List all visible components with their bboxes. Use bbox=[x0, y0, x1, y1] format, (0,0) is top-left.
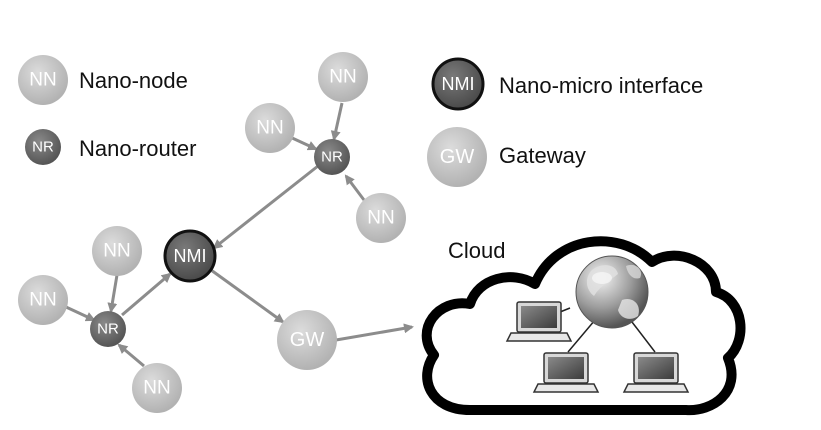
legend-gateway: GW Gateway bbox=[427, 127, 586, 187]
nmi-label: NMI bbox=[174, 246, 207, 266]
edge-nn-midleft-to-nr bbox=[289, 135, 318, 151]
gateway-legend-icon bbox=[427, 127, 487, 187]
nano-node-legend-abbr: NN bbox=[29, 70, 56, 91]
edge-nn-top-to-nr bbox=[330, 102, 344, 141]
nano-node-legend-label: Nano-node bbox=[79, 68, 188, 93]
gateway-circle bbox=[277, 310, 337, 370]
nano-node-circle bbox=[18, 275, 68, 325]
edge-nmi-to-gw bbox=[210, 268, 285, 324]
nano-router-legend-abbr: NR bbox=[32, 139, 54, 156]
nmi-legend-icon bbox=[431, 57, 485, 111]
nmi-legend-abbr: NMI bbox=[442, 74, 475, 94]
edge-gw-to-cloud bbox=[335, 323, 414, 342]
gateway-legend-abbr: GW bbox=[440, 146, 475, 168]
nano-node-label: NN bbox=[256, 118, 283, 139]
nano-router-label: NR bbox=[97, 321, 119, 338]
node-nn-top: NN bbox=[318, 52, 368, 102]
edge-nr-top-to-nmi bbox=[212, 164, 319, 250]
nano-router-circle bbox=[90, 311, 126, 347]
legend-nano-node: NN Nano-node bbox=[18, 55, 188, 105]
node-nr-top: NR bbox=[314, 139, 350, 175]
nano-node-label: NN bbox=[103, 241, 130, 262]
nano-node-circle bbox=[92, 226, 142, 276]
gateway-legend-label: Gateway bbox=[499, 143, 586, 168]
node-nn-lower-bottom: NN bbox=[132, 363, 182, 413]
legend-nano-router: NR Nano-router bbox=[25, 129, 196, 165]
nano-router-circle bbox=[314, 139, 350, 175]
laptop-icon bbox=[505, 301, 573, 342]
node-nn-lower-top: NN bbox=[92, 226, 142, 276]
nano-node-circle bbox=[132, 363, 182, 413]
gateway-label: GW bbox=[290, 329, 325, 351]
edge-nn-lowerbottom-to-nr bbox=[117, 343, 145, 368]
nano-node-circle bbox=[318, 52, 368, 102]
nmi-legend-label: Nano-micro interface bbox=[499, 73, 703, 98]
edge-nn-lowerleft-to-nr bbox=[65, 305, 96, 322]
nano-node-label: NN bbox=[367, 208, 394, 229]
node-nmi: NMI bbox=[163, 229, 217, 283]
nano-node-circle bbox=[245, 103, 295, 153]
legend-nmi: NMI Nano-micro interface bbox=[431, 57, 703, 111]
nano-router-label: NR bbox=[321, 149, 343, 166]
node-nr-bottom: NR bbox=[90, 311, 126, 347]
node-nn-mid-left: NN bbox=[245, 103, 295, 153]
node-gw: GW bbox=[277, 310, 337, 370]
node-nn-right: NN bbox=[356, 193, 406, 243]
laptop-icon bbox=[622, 352, 690, 393]
edge-nr-bottom-to-nmi bbox=[121, 272, 172, 317]
nano-node-circle bbox=[356, 193, 406, 243]
nano-router-legend-label: Nano-router bbox=[79, 136, 196, 161]
laptop-icon bbox=[532, 352, 600, 393]
globe-icon bbox=[575, 255, 649, 329]
nano-node-label: NN bbox=[29, 290, 56, 311]
edges bbox=[65, 102, 414, 368]
nano-node-label: NN bbox=[143, 378, 170, 399]
edge-nn-lowertop-to-nr bbox=[107, 274, 119, 313]
cloud-label: Cloud bbox=[448, 238, 505, 263]
edge-nn-right-to-nr bbox=[344, 174, 366, 201]
node-nn-lower-left: NN bbox=[18, 275, 68, 325]
nmi-circle bbox=[163, 229, 217, 283]
cloud: Cloud bbox=[421, 236, 746, 416]
nano-node-label: NN bbox=[329, 67, 356, 88]
nano-router-legend-icon bbox=[25, 129, 61, 165]
nano-node-legend-icon bbox=[18, 55, 68, 105]
